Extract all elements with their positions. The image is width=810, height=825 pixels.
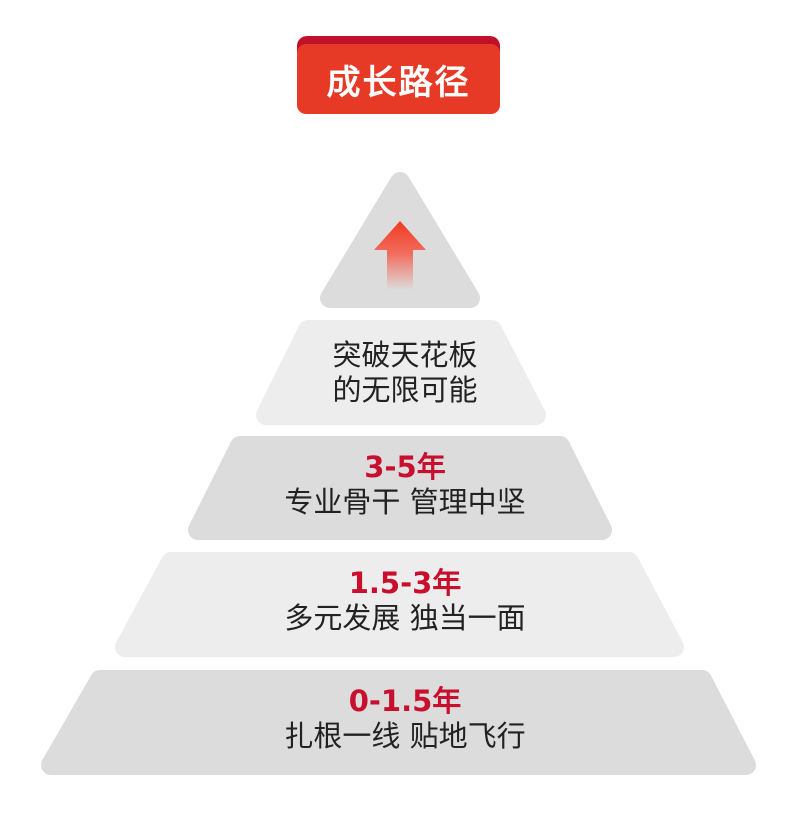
tier-2-shape [188, 436, 612, 540]
tier-1: 突破天花板 的无限可能 [0, 338, 810, 408]
tier-3: 1.5-3年 多元发展 独当一面 [0, 566, 810, 636]
tier-4-shape [41, 670, 756, 775]
tier-4-years: 0-1.5年 [348, 684, 462, 718]
tier-2-desc: 专业骨干 管理中坚 [284, 484, 526, 519]
tier-4-desc: 扎根一线 贴地飞行 [284, 718, 526, 753]
tier-1-shape [256, 320, 546, 425]
tier-3-years: 1.5-3年 [348, 566, 462, 600]
tier-1-line-2: 的无限可能 [332, 372, 478, 407]
tier-4: 0-1.5年 扎根一线 贴地飞行 [0, 684, 810, 754]
tier-2-years: 3-5年 [364, 450, 446, 484]
tier-2: 3-5年 专业骨干 管理中坚 [0, 450, 810, 520]
tier-1-line-1: 突破天花板 [332, 338, 478, 372]
tier-3-desc: 多元发展 独当一面 [284, 600, 526, 635]
page-title: 成长路径 [297, 44, 500, 114]
up-arrow-icon [374, 221, 426, 290]
tier-3-shape [115, 552, 684, 657]
